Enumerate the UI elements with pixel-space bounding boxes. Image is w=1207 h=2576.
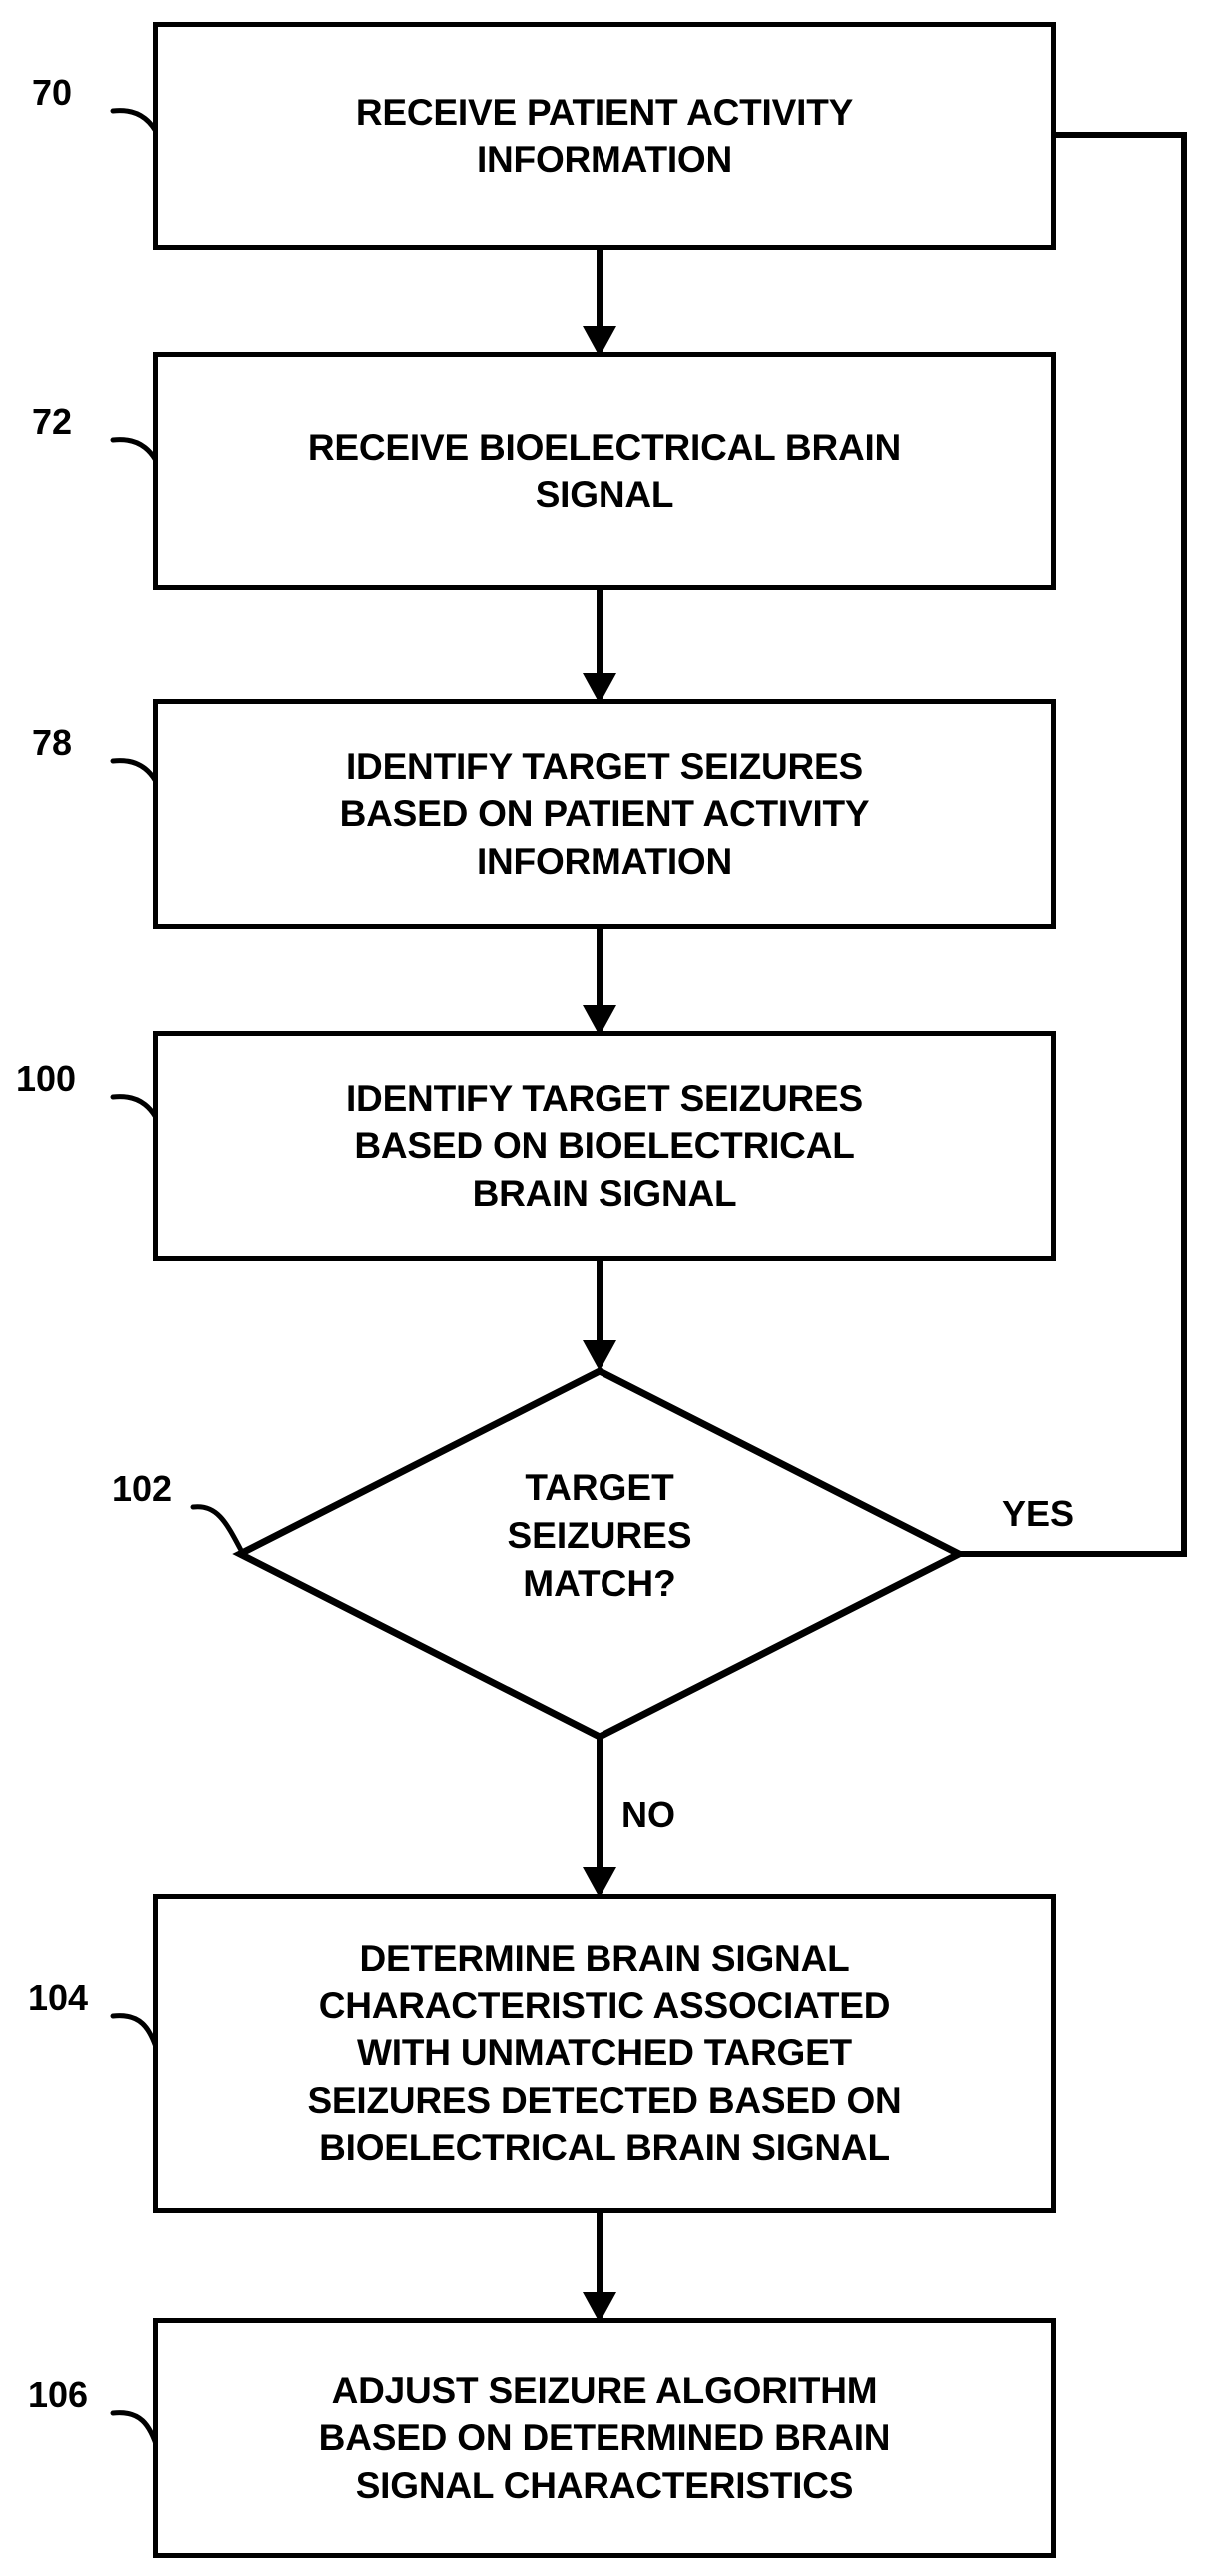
process-box-72[interactable]: RECEIVE BIOELECTRICAL BRAIN SIGNAL [153, 352, 1056, 590]
process-box-106-label: ADJUST SEIZURE ALGORITHM BASED ON DETERM… [318, 2369, 891, 2506]
reference-number-106: 106 [28, 2374, 89, 2415]
process-box-104-label: DETERMINE BRAIN SIGNAL CHARACTERISTIC AS… [307, 1937, 902, 2169]
decision-box-102-label: TARGET SEIZURES MATCH? [507, 1467, 692, 1605]
process-box-100-label: IDENTIFY TARGET SEIZURES BASED ON BIOELE… [345, 1077, 864, 1214]
connector-72-to-78 [583, 590, 616, 704]
process-box-106[interactable]: ADJUST SEIZURE ALGORITHM BASED ON DETERM… [153, 2318, 1056, 2558]
process-box-70[interactable]: RECEIVE PATIENT ACTIVITY INFORMATION [153, 22, 1056, 250]
connector-104-to-106 [583, 2213, 616, 2323]
process-box-78[interactable]: IDENTIFY TARGET SEIZURES BASED ON PATIEN… [153, 699, 1056, 929]
edge-label-yes: YES [1002, 1493, 1075, 1534]
reference-number-70: 70 [32, 72, 73, 113]
process-box-78-label: IDENTIFY TARGET SEIZURES BASED ON PATIEN… [339, 745, 870, 882]
process-box-100[interactable]: IDENTIFY TARGET SEIZURES BASED ON BIOELE… [153, 1031, 1056, 1261]
connector-70-to-72 [583, 250, 616, 357]
reference-number-102: 102 [112, 1468, 173, 1509]
connector-78-to-100 [583, 929, 616, 1036]
connector-100-to-102 [583, 1261, 616, 1371]
edge-label-no: NO [621, 1794, 675, 1835]
ref-lead-line-104 [110, 2013, 161, 2056]
ref-lead-line-102 [190, 1504, 246, 1557]
process-box-70-label: RECEIVE PATIENT ACTIVITY INFORMATION [355, 91, 854, 180]
reference-number-100: 100 [16, 1058, 77, 1099]
process-box-72-label: RECEIVE BIOELECTRICAL BRAIN SIGNAL [307, 426, 902, 515]
ref-lead-line-106 [110, 2410, 161, 2453]
connector-102-no-to-104 [583, 1737, 616, 1898]
reference-number-72: 72 [32, 401, 73, 442]
reference-number-104: 104 [28, 1977, 89, 2018]
process-box-104[interactable]: DETERMINE BRAIN SIGNAL CHARACTERISTIC AS… [153, 1894, 1056, 2213]
reference-number-78: 78 [32, 722, 73, 763]
